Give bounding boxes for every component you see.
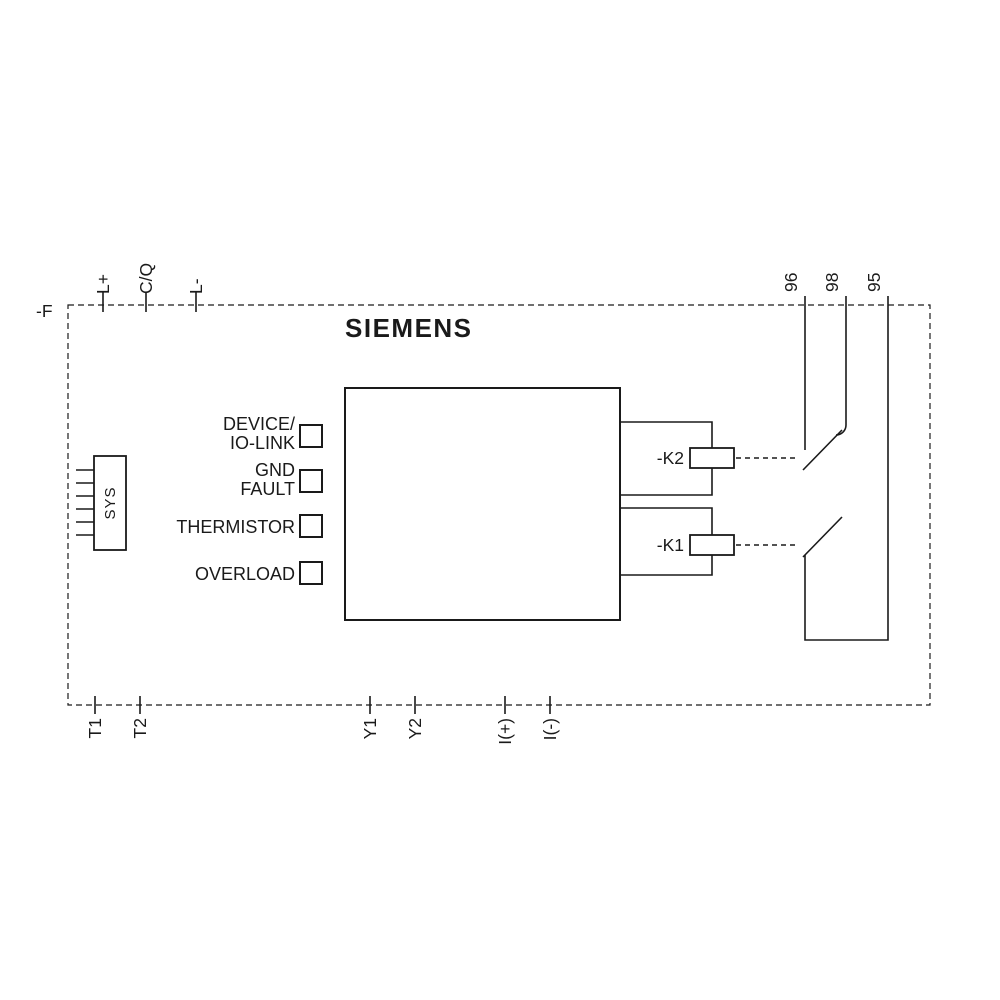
contact-blade-k1: [802, 516, 843, 558]
frame-designation-label: -F: [36, 301, 53, 321]
output-terminals-group: 96 98 95: [781, 273, 889, 641]
bottom-terminal-label-t2: T2: [130, 718, 150, 738]
bottom-terminal-label-y1: Y1: [360, 718, 380, 739]
led-indicators-group: DEVICE/ IO-LINK GND FAULT THERMISTOR OVE…: [176, 414, 323, 585]
led-label-io-link: IO-LINK: [230, 433, 295, 453]
relay-k2-bracket-bottom: [620, 468, 713, 496]
bottom-terminal-label-y2: Y2: [405, 718, 425, 739]
relay-k2-label: -K2: [657, 448, 684, 468]
top-terminal-label-cq: C/Q: [136, 263, 156, 294]
led-label-device: DEVICE/: [223, 414, 295, 434]
top-terminal-label-l-plus: L+: [93, 274, 113, 294]
sys-connector-group: SYS: [76, 455, 127, 551]
top-terminals-group: L+ C/Q L-: [93, 263, 206, 312]
bottom-terminal-label-i-plus: I(+): [495, 718, 515, 745]
relay-k1-coil: [689, 534, 735, 556]
device-boundary-frame: [67, 304, 931, 706]
relay-k2-bracket-top: [620, 421, 713, 448]
led-label-thermistor: THERMISTOR: [176, 517, 295, 537]
relay-k2-coil: [689, 447, 735, 469]
contact-blade-k2: [802, 429, 843, 471]
sys-connector-body: [93, 455, 127, 551]
led-label-overload: OVERLOAD: [195, 564, 295, 584]
led-gnd-fault: [299, 469, 323, 493]
bottom-terminals-group: T1 T2 Y1 Y2 I(+) I(-): [85, 696, 560, 745]
led-label-gnd: GND: [255, 460, 295, 480]
led-device-io-link: [299, 424, 323, 448]
bottom-terminal-label-i-minus: I(-): [540, 718, 560, 740]
wire-95: [804, 296, 889, 641]
relay-k2-group: -K2: [620, 421, 797, 496]
top-terminal-label-l-minus: L-: [186, 278, 206, 294]
main-module-block: [344, 387, 621, 621]
led-label-fault: FAULT: [240, 479, 295, 499]
relay-k1-bracket-top: [620, 507, 713, 535]
relay-k1-label: -K1: [657, 535, 684, 555]
relay-k1-group: -K1: [620, 507, 797, 576]
terminal-label-96: 96: [781, 273, 801, 292]
brand-logo: SIEMENS: [345, 313, 473, 343]
led-overload: [299, 561, 323, 585]
led-thermistor: [299, 514, 323, 538]
bottom-terminal-label-t1: T1: [85, 718, 105, 738]
sys-connector-label: SYS: [102, 486, 119, 519]
wire-98: [835, 296, 847, 436]
terminal-label-98: 98: [822, 273, 842, 292]
terminal-label-95: 95: [864, 273, 884, 292]
relay-k1-bracket-bottom: [620, 555, 713, 576]
